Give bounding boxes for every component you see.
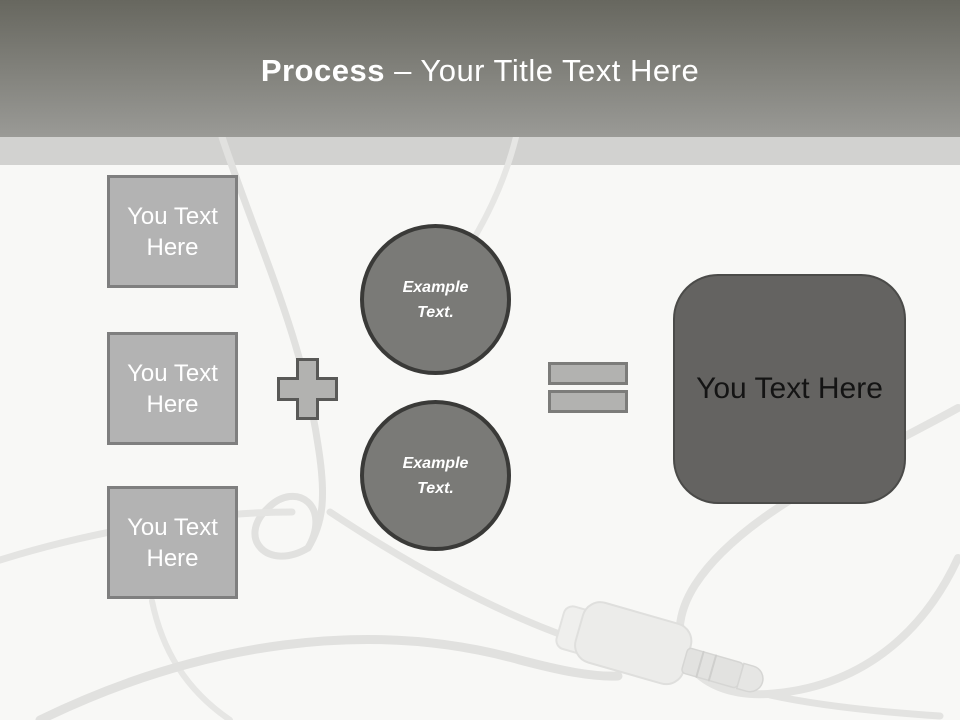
cable-stroke bbox=[149, 598, 233, 720]
equals-operator-icon bbox=[548, 362, 628, 385]
result-placeholder-box[interactable]: You Text Here bbox=[673, 274, 906, 504]
result-placeholder-label: You Text Here bbox=[696, 372, 883, 405]
audio-jack-plug bbox=[555, 601, 764, 693]
slide-title: Process – Your Title Text Here bbox=[0, 52, 960, 90]
plus-operator-icon bbox=[277, 358, 338, 420]
text-placeholder-label: You Text Here bbox=[127, 359, 218, 418]
example-circle-1[interactable]: Example Text. bbox=[360, 224, 511, 375]
cable-stroke bbox=[766, 691, 944, 720]
equals-operator-icon bbox=[548, 390, 628, 413]
header-underline-band bbox=[0, 137, 960, 165]
text-placeholder-label: You Text Here bbox=[127, 513, 218, 572]
example-circle-label: Example Text. bbox=[402, 454, 469, 497]
text-placeholder-box-3[interactable]: You Text Here bbox=[107, 486, 238, 599]
example-circle-2[interactable]: Example Text. bbox=[360, 400, 511, 551]
text-placeholder-label: You Text Here bbox=[127, 202, 218, 261]
text-placeholder-box-2[interactable]: You Text Here bbox=[107, 332, 238, 445]
slide-header: Process – Your Title Text Here bbox=[0, 0, 960, 137]
cable-stroke bbox=[35, 635, 623, 720]
example-circle-label: Example Text. bbox=[402, 278, 469, 321]
slide-title-subtitle: – Your Title Text Here bbox=[394, 53, 700, 88]
cable-knot bbox=[251, 493, 320, 560]
slide-title-keyword: Process bbox=[260, 53, 385, 88]
text-placeholder-box-1[interactable]: You Text Here bbox=[107, 175, 238, 288]
